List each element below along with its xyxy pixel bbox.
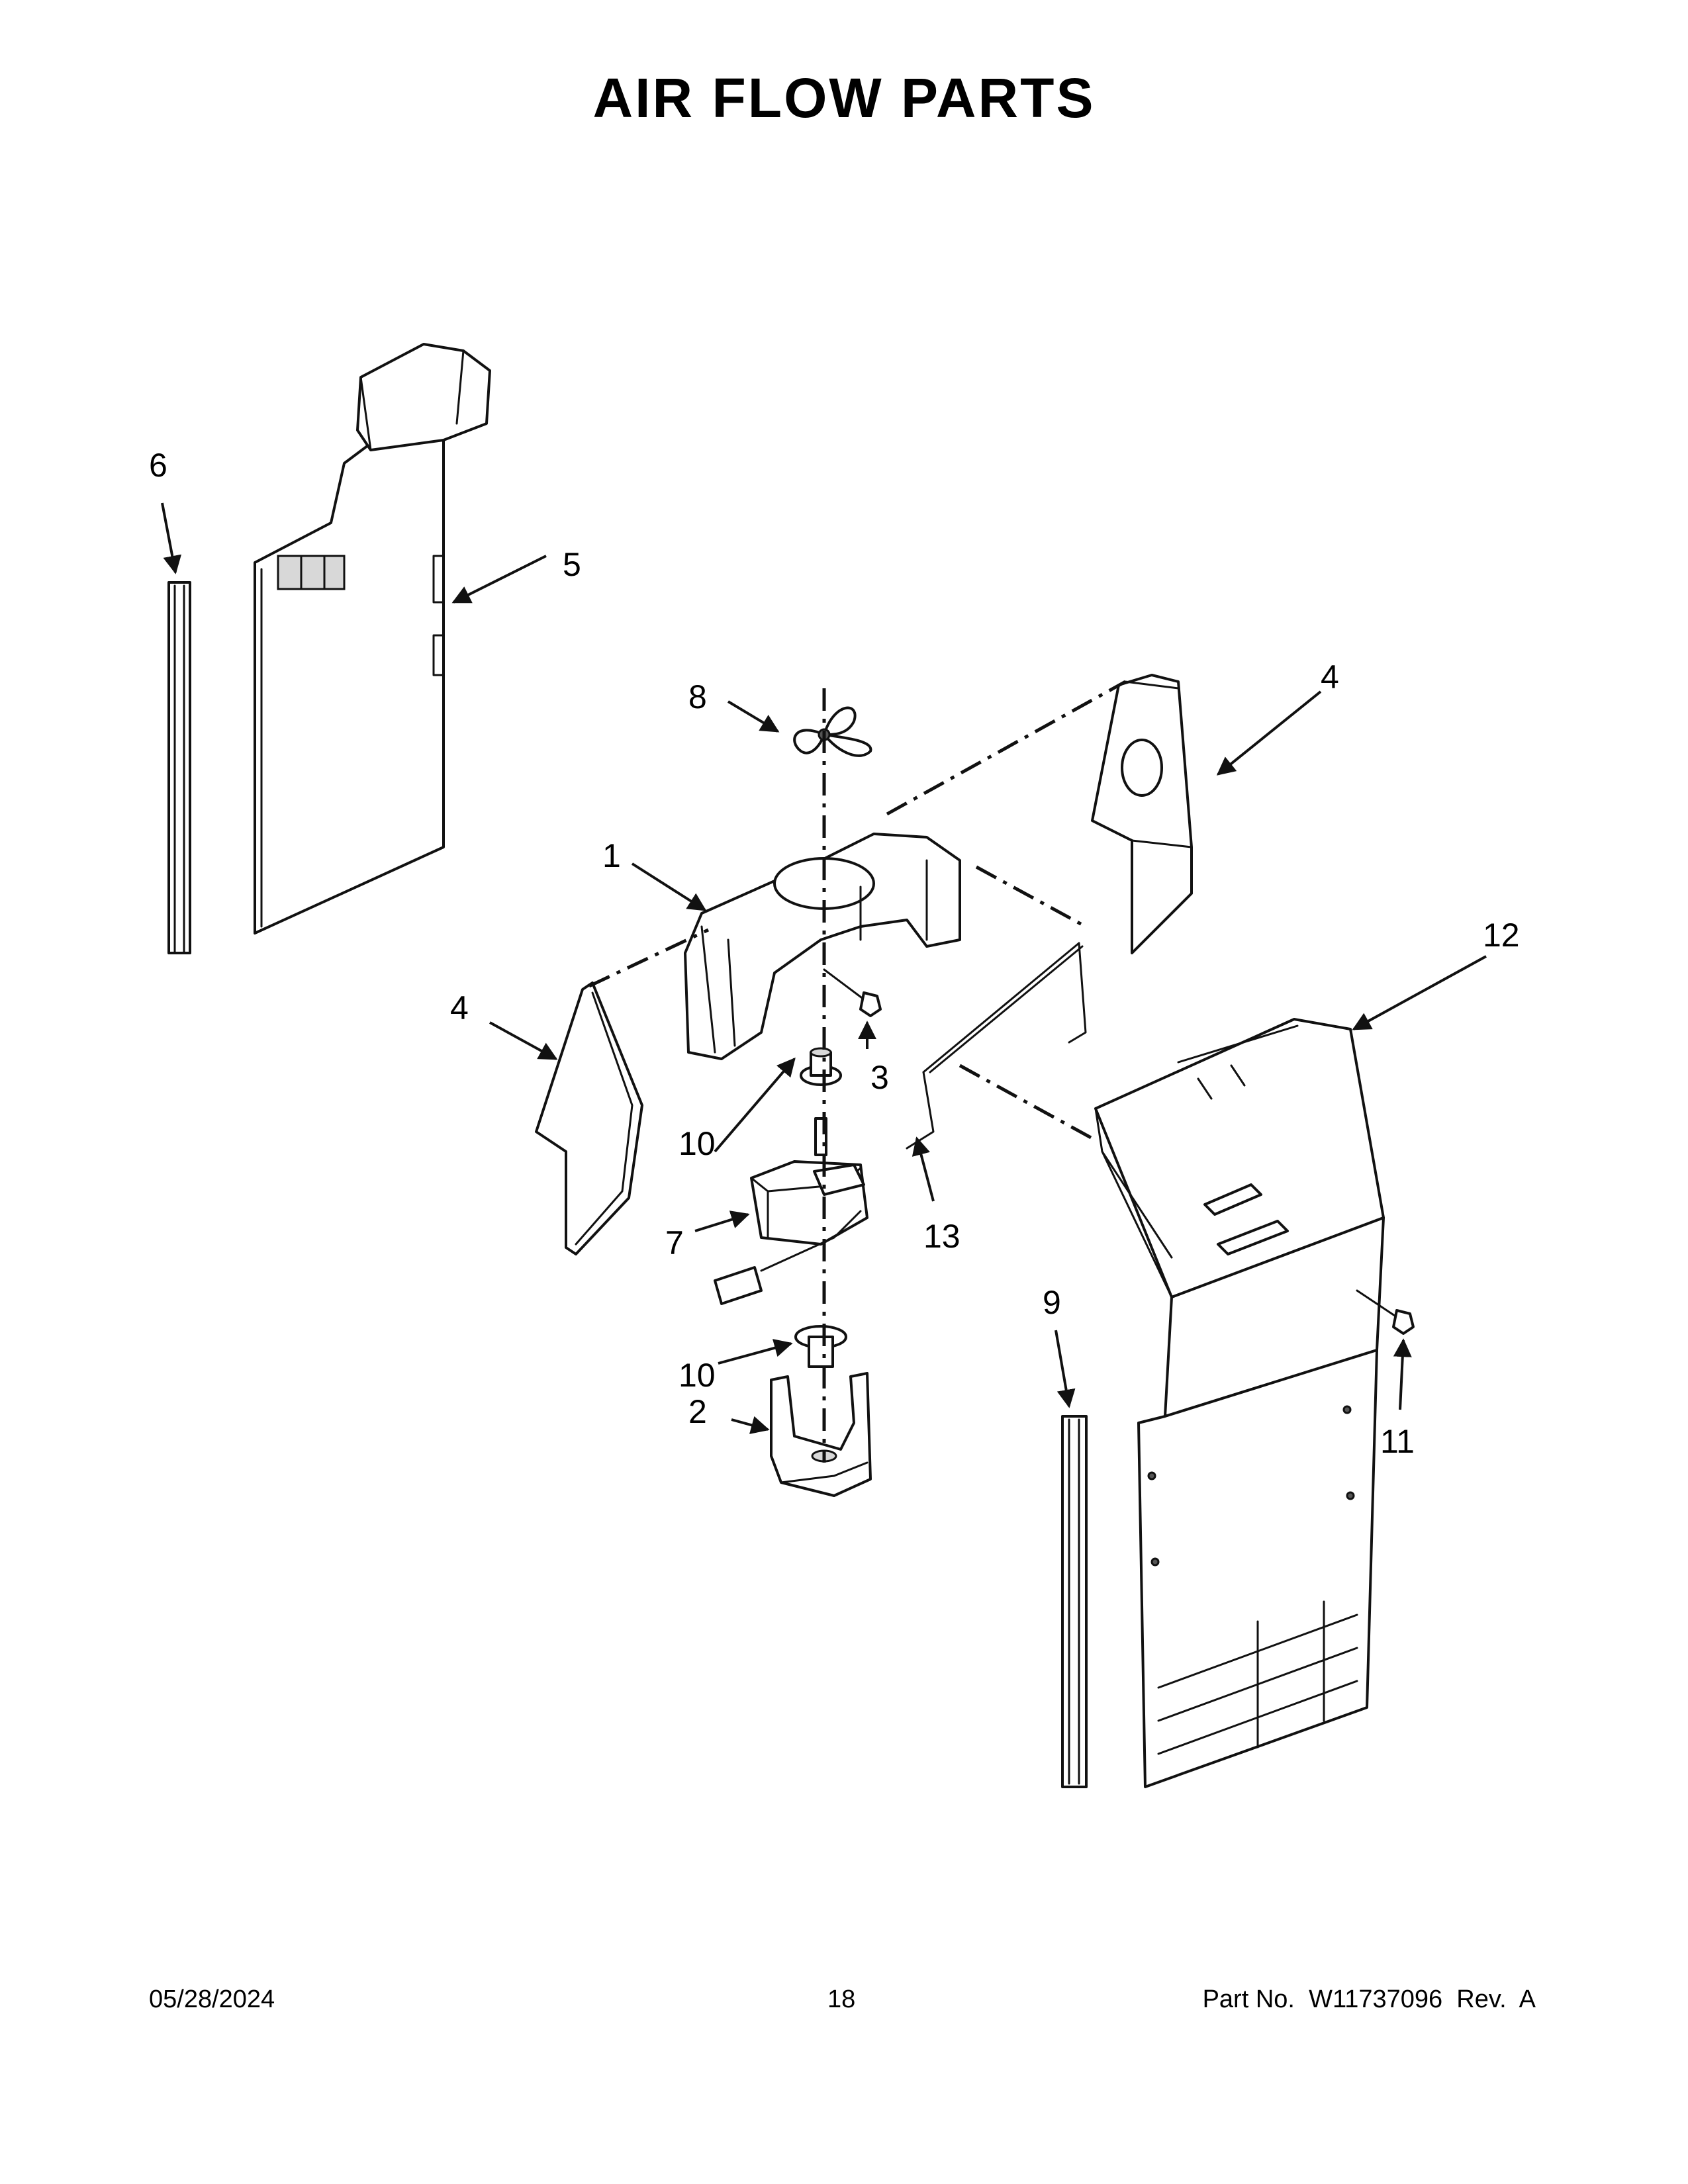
part-6-seal-strip	[167, 581, 191, 954]
part-10-lower-grommet	[794, 1325, 847, 1368]
callout-4-right: 4	[1321, 659, 1339, 696]
callout-1: 1	[602, 837, 621, 874]
callout-3: 3	[870, 1059, 889, 1096]
page-title: AIR FLOW PARTS	[592, 67, 1096, 129]
callout-12: 12	[1483, 917, 1520, 954]
part-4-right-air-guide	[1091, 674, 1193, 954]
part-9-seal-strip	[1061, 1415, 1088, 1788]
assembly-lines	[588, 680, 1127, 1463]
part-13-wire-frame	[906, 942, 1087, 1150]
part-2-motor-bracket	[770, 1372, 872, 1497]
callout-numbers: 6 5 8 4 1 4 3 12 10 13 7 9 10 2 11	[149, 447, 1520, 1460]
leader-lines	[161, 502, 1487, 1434]
callout-2: 2	[688, 1393, 707, 1430]
callout-9: 9	[1043, 1284, 1061, 1321]
part-3-screw	[823, 968, 882, 1017]
part-5-duct-panel	[254, 343, 491, 934]
part-4-left-air-guide	[535, 981, 643, 1255]
callout-10-upper: 10	[679, 1125, 716, 1162]
callout-13: 13	[923, 1218, 961, 1255]
callout-10-lower: 10	[679, 1357, 716, 1394]
footer-date: 05/28/2024	[149, 1985, 275, 2013]
part-8-fan-blade	[793, 706, 872, 757]
footer-page-number: 18	[827, 1985, 856, 2013]
callout-5: 5	[563, 546, 581, 583]
footer-part-number: Part No. W11737096 Rev. A	[1202, 1985, 1536, 2013]
callout-4-left: 4	[450, 989, 469, 1026]
part-12-rear-cover	[1094, 1018, 1385, 1788]
part-11-screw	[1356, 1289, 1415, 1335]
cover-vent-slots	[1157, 1600, 1358, 1755]
part-7-fan-motor	[714, 1117, 868, 1305]
callout-7: 7	[665, 1224, 684, 1261]
callout-11: 11	[1380, 1423, 1415, 1460]
callout-8: 8	[688, 678, 707, 715]
part-10-upper-grommet	[800, 1047, 842, 1086]
callout-6: 6	[149, 447, 167, 484]
